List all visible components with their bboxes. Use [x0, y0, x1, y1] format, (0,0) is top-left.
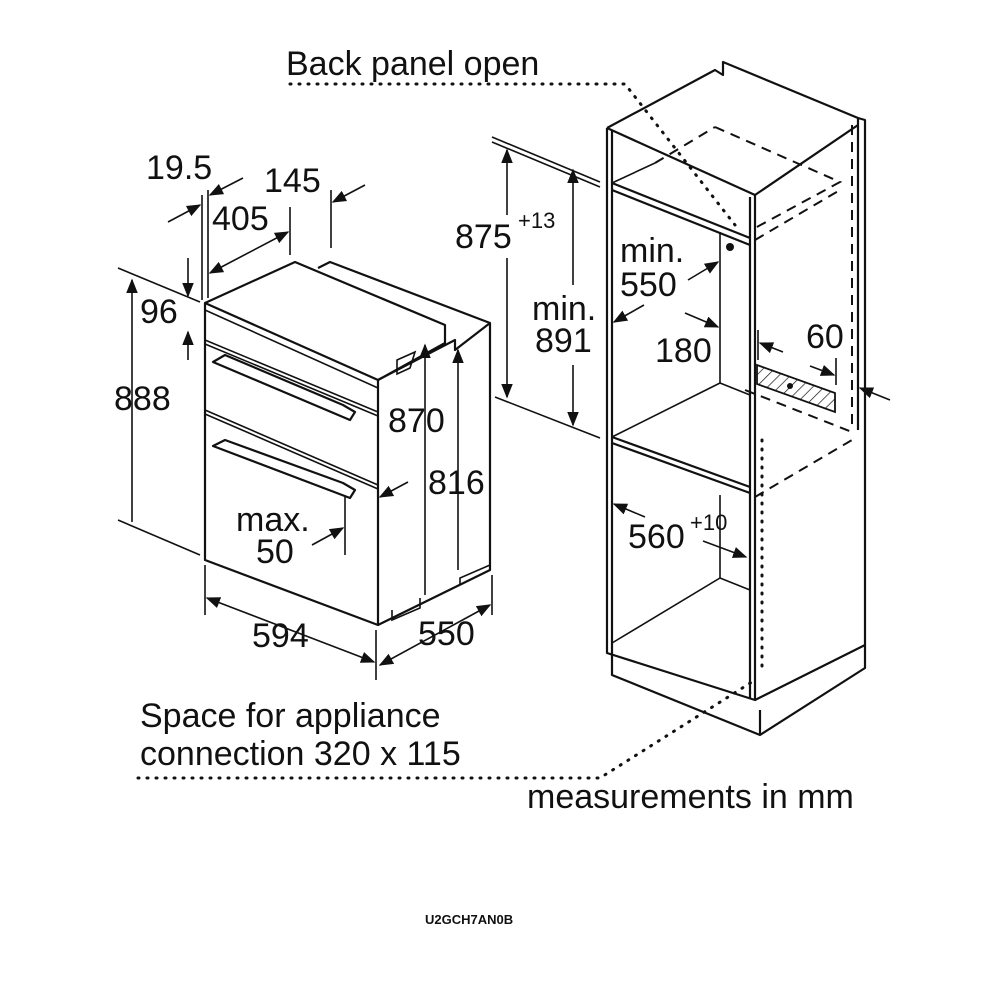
dim-door-gap-label: max.	[236, 501, 310, 539]
cabinet-top	[606, 60, 860, 196]
dim-min-height-label: min.	[532, 290, 596, 328]
dim-door-gap-value: 50	[256, 533, 294, 571]
dim-body-height: 870	[388, 402, 445, 440]
connection-note-line1: Space for appliance	[140, 697, 441, 735]
dim-back-gap: 180	[655, 332, 712, 370]
dim-width: 594	[252, 617, 309, 655]
ventilation-opening	[756, 363, 836, 414]
oven-rear-step	[317, 260, 491, 325]
dim-rear-height: 816	[428, 464, 485, 502]
dim-top-depth: 405	[212, 200, 269, 238]
dim-opening-height-tolerance: +13	[518, 208, 555, 233]
dim-depth: 550	[418, 615, 475, 653]
dim-opening-height: 875	[455, 218, 512, 256]
lower-door-handle	[211, 438, 357, 500]
connection-note-line2: connection 320 x 115	[140, 735, 461, 773]
cabinet	[605, 60, 867, 737]
side-grip	[396, 350, 417, 376]
appliance-dimension-lines	[117, 177, 493, 680]
dim-min-height-value: 891	[535, 322, 592, 360]
cabinet-right-side	[754, 116, 867, 701]
units-note: measurements in mm	[527, 778, 854, 816]
connection-space-leader	[136, 678, 757, 780]
model-code: U2GCH7AN0B	[425, 912, 513, 927]
oven-side-face	[377, 321, 492, 626]
cabinet-front-left	[605, 128, 757, 702]
back-panel-leader	[288, 82, 737, 227]
dim-top-panel-height: 96	[140, 293, 178, 331]
dim-opening-width: 560	[628, 518, 685, 556]
upper-door-handle	[211, 353, 357, 422]
dim-opening-width-tolerance: +10	[690, 510, 727, 535]
dim-rear-step: 145	[264, 162, 321, 200]
back-panel-note: Back panel open	[286, 45, 539, 83]
dim-total-height: 888	[114, 380, 171, 418]
cabinet-plinth	[610, 645, 867, 737]
dim-min-depth-value: 550	[620, 266, 677, 304]
dim-trim-depth: 19.5	[146, 149, 212, 187]
connection-point	[726, 243, 734, 251]
cabinet-dimension-lines	[491, 136, 891, 558]
oven-appliance	[203, 260, 492, 627]
dim-min-depth-label: min.	[620, 232, 684, 270]
dim-vent-gap: 60	[806, 318, 844, 356]
